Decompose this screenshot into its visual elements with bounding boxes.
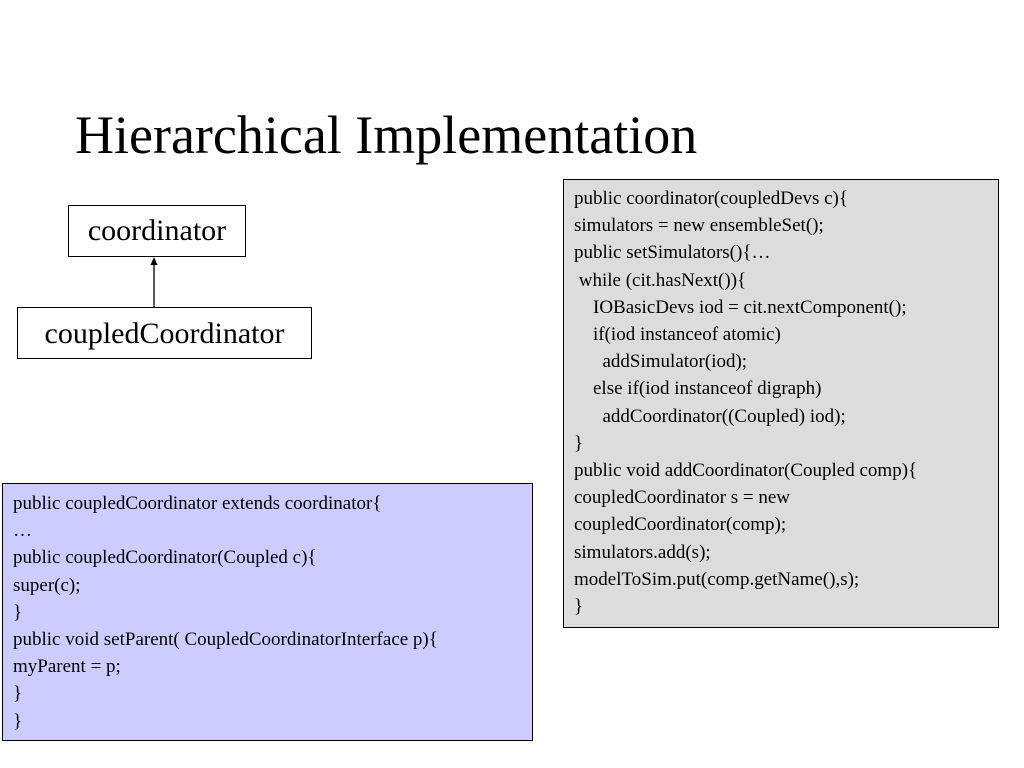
coupled-coordinator-code-box: public coupledCoordinator extends coordi… (2, 483, 533, 741)
code-line: public void addCoordinator(Coupled comp)… (574, 460, 918, 482)
code-line: addSimulator(iod); (574, 351, 748, 373)
code-line: public void setParent( CoupledCoordinato… (13, 629, 438, 651)
code-line: coupledCoordinator(comp); (574, 514, 787, 536)
code-line: if(iod instanceof atomic) (574, 324, 781, 346)
code-line: while (cit.hasNext()){ (574, 269, 747, 291)
code-line: public coupledCoordinator extends coordi… (13, 493, 382, 514)
code-line: simulators = new ensembleSet(); (574, 215, 824, 237)
code-line: super(c); (13, 574, 81, 596)
code-line: coupledCoordinator s = new (574, 487, 790, 509)
code-line: modelToSim.put(comp.getName(),s); (574, 568, 860, 590)
code-line: } (13, 683, 23, 705)
code-line: addCoordinator((Coupled) iod); (574, 405, 846, 427)
code-line: } (574, 432, 584, 454)
code-line: public setSimulators(){… (574, 242, 771, 264)
coordinator-code-box: public coordinator(coupledDevs c){ simul… (563, 179, 999, 628)
code-line: … (13, 520, 32, 542)
coupled-coordinator-class-box: coupledCoordinator (17, 307, 312, 359)
code-line: simulators.add(s); (574, 541, 711, 563)
code-line: public coordinator(coupledDevs c){ (574, 188, 848, 209)
coordinator-class-box: coordinator (68, 205, 246, 257)
code-line: public coupledCoordinator(Coupled c){ (13, 547, 317, 569)
code-line: myParent = p; (13, 656, 121, 678)
code-line: else if(iod instanceof digraph) (574, 378, 822, 400)
code-line: } (574, 596, 584, 618)
code-line: IOBasicDevs iod = cit.nextComponent(); (574, 296, 907, 318)
code-line: } (13, 601, 23, 623)
code-line: } (13, 710, 23, 732)
inheritance-arrow-head (150, 257, 158, 265)
slide-title: Hierarchical Implementation (75, 105, 698, 165)
